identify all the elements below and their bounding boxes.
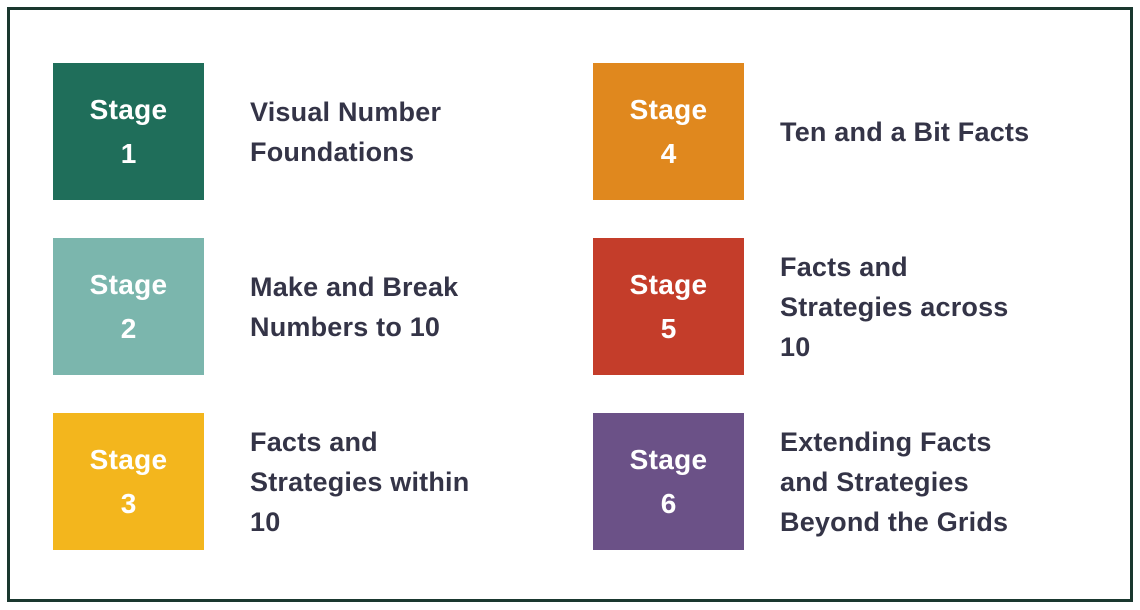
stage-word: Stage	[89, 443, 168, 475]
stage-number: 1	[120, 137, 137, 169]
stage-word: Stage	[89, 268, 168, 300]
stage-word: Stage	[89, 93, 168, 125]
stage-card-4: Stage 4 Ten and a Bit Facts	[593, 63, 1093, 200]
stage-card-6: Stage 6 Extending Facts and Strategies B…	[593, 413, 1093, 550]
stage-box-2: Stage 2	[53, 238, 204, 375]
stage-box-4: Stage 4	[593, 63, 744, 200]
stage-description: Ten and a Bit Facts	[780, 116, 1030, 147]
stage-card-2: Stage 2 Make and Break Numbers to 10	[53, 238, 538, 375]
stage-number: 2	[120, 312, 137, 344]
stage-description: Make and Break Numbers to 10	[250, 271, 459, 342]
stage-word: Stage	[629, 443, 708, 475]
stage-card-1: Stage 1 Visual Number Foundations	[53, 63, 538, 200]
stage-card-5: Stage 5 Facts and Strategies across 10	[593, 238, 1093, 375]
stage-description: Facts and Strategies across 10	[780, 251, 1009, 362]
stage-card-3: Stage 3 Facts and Strategies within 10	[53, 413, 538, 550]
stage-box-3: Stage 3	[53, 413, 204, 550]
stage-box-5: Stage 5	[593, 238, 744, 375]
stage-number: 6	[660, 487, 677, 519]
stage-number: 3	[120, 487, 137, 519]
stage-description: Facts and Strategies within 10	[250, 426, 470, 537]
stage-box-1: Stage 1	[53, 63, 204, 200]
stage-description: Extending Facts and Strategies Beyond th…	[780, 426, 1009, 537]
stage-description: Visual Number Foundations	[250, 96, 442, 167]
stage-number: 5	[660, 312, 677, 344]
stage-box-6: Stage 6	[593, 413, 744, 550]
stage-word: Stage	[629, 268, 708, 300]
stage-word: Stage	[629, 93, 708, 125]
stage-number: 4	[660, 137, 677, 169]
